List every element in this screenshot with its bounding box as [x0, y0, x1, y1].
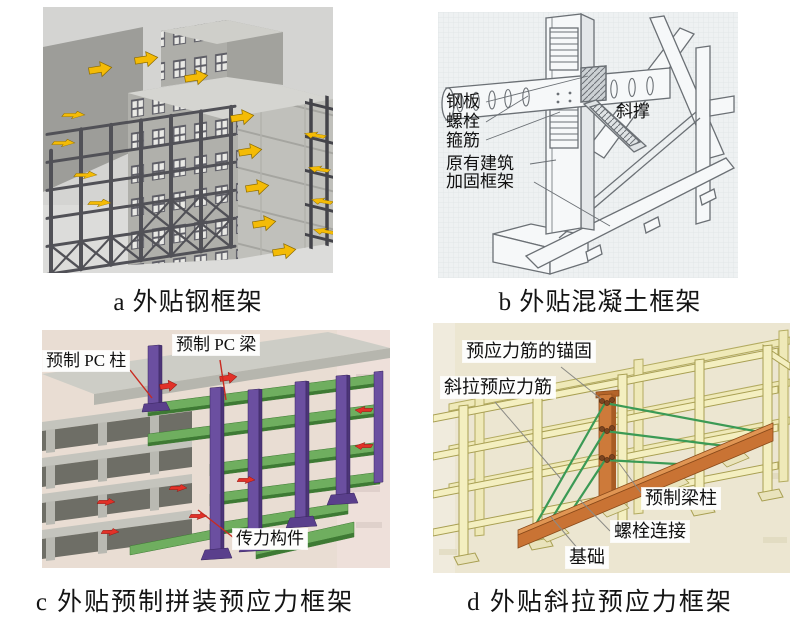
label-stirrup: 箍筋: [446, 131, 480, 150]
caption-d: d 外贴斜拉预应力框架: [467, 589, 733, 616]
label-diagonal-tendon: 斜拉预应力筋: [441, 377, 555, 398]
orange-precast-column: [595, 389, 620, 503]
precast-prestressed-frame-illustration: [42, 330, 390, 568]
caption-c: c 外贴预制拼装预应力框架: [35, 589, 355, 616]
concrete-frame-line-drawing: [438, 12, 738, 278]
label-bolted-connection: 螺栓连接: [611, 521, 689, 542]
steel-frame-building-illustration: [43, 7, 333, 273]
label-precast-beam-column: 预制梁柱: [642, 488, 720, 509]
label-strengthening-frame: 加固框架: [446, 172, 514, 191]
label-foundation: 基础: [566, 547, 608, 568]
label-diagonal-brace: 斜撑: [616, 102, 650, 121]
leader-lines: [485, 75, 611, 227]
panel-c-image: 预制 PC 柱 预制 PC 梁 传力构件: [42, 330, 390, 568]
caption-b: b 外贴混凝土框架: [498, 289, 702, 316]
label-steel-plate: 钢板: [446, 92, 480, 111]
tendon-anchors: [599, 397, 615, 463]
purple-pc-columns: [141, 344, 384, 561]
external-steel-frame: [45, 104, 237, 273]
panel-a-image: [43, 7, 333, 273]
leader-lines: [494, 366, 642, 551]
label-tendon-anchorage: 预应力筋的锚固: [463, 341, 595, 362]
label-precast-pc-column: 预制 PC 柱: [43, 351, 130, 371]
panel-d-image: 预应力筋的锚固 斜拉预应力筋 预制梁柱 螺栓连接 基础: [433, 323, 790, 573]
label-bolt: 螺栓: [446, 112, 480, 131]
caption-a: a 外贴钢框架: [113, 289, 263, 316]
label-precast-pc-beam: 预制 PC 梁: [173, 335, 260, 355]
panel-b-image: 钢板 螺栓 箍筋 原有建筑 加固框架 斜撑: [438, 12, 738, 278]
label-original-building: 原有建筑: [446, 154, 514, 173]
green-prestressing-tendons: [527, 401, 766, 539]
frame-drawing: [441, 12, 736, 275]
label-force-transfer-member: 传力构件: [233, 529, 307, 549]
red-leader-lines: [129, 359, 235, 539]
